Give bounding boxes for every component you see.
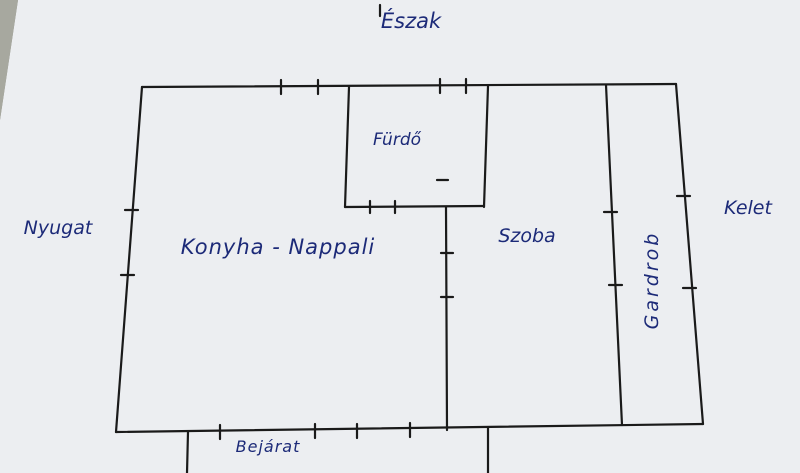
- wall-bathroom-east: [482, 84, 490, 209]
- label-room: Szoba: [498, 225, 555, 247]
- wall-west: [114, 85, 144, 434]
- paper-shadow: [0, 0, 18, 120]
- wall-east: [674, 82, 705, 426]
- wall-bathroom-west: [343, 85, 351, 209]
- label-kitchen-living: Konyha - Nappali: [181, 235, 376, 259]
- wall-bathroom-south: [343, 204, 486, 209]
- label-west: Nyugat: [24, 217, 94, 239]
- label-entrance: Bejárat: [236, 437, 301, 456]
- wall-north: [140, 82, 678, 89]
- wall-partition-room: [444, 205, 449, 432]
- label-wardrobe: Gardrob: [641, 231, 663, 330]
- label-north: Észak: [381, 8, 442, 33]
- label-bathroom: Fürdő: [373, 130, 422, 150]
- walls: [114, 3, 705, 473]
- wall-wardrobe: [604, 83, 624, 427]
- wall-entrance-left: [185, 430, 190, 473]
- label-east: Kelet: [724, 197, 773, 219]
